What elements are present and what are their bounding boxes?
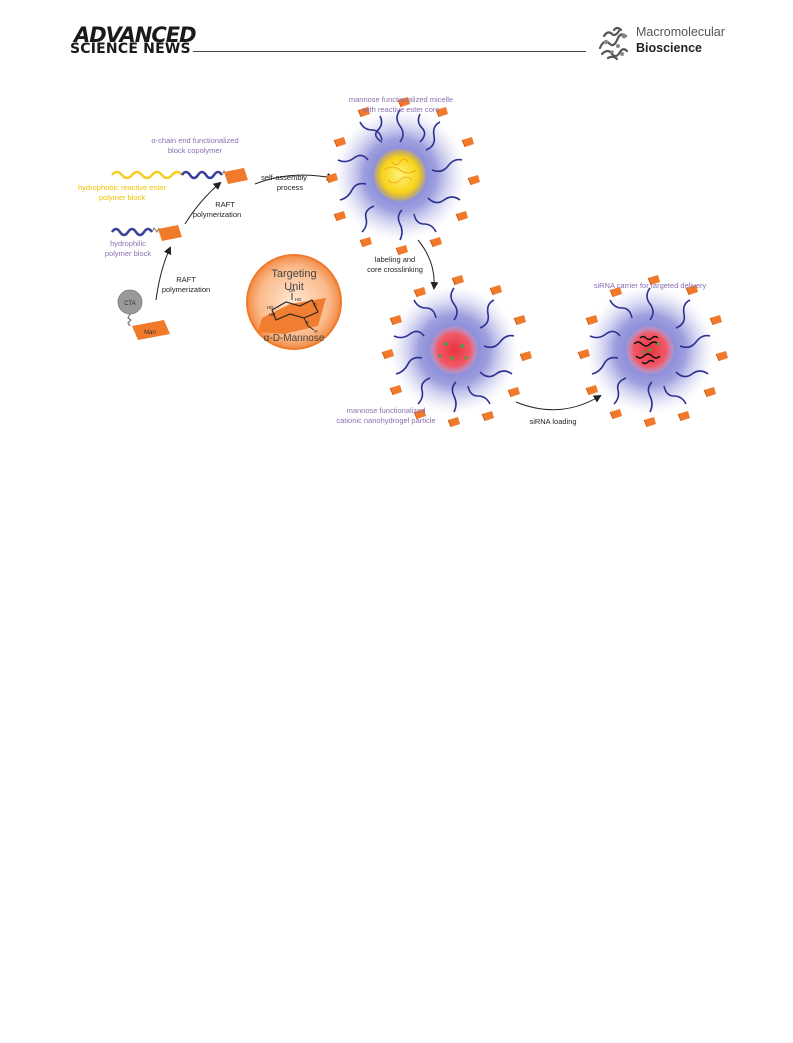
label-micelle-2: with reactive ester core xyxy=(361,105,439,114)
protein-logo-icon xyxy=(598,26,629,61)
self-assembly-arrow xyxy=(254,172,335,185)
label-block-copolymer-2: block copolymer xyxy=(168,146,223,155)
page-header: ADVANCED SCIENCE NEWS Macromolecular Bio… xyxy=(0,0,793,70)
label-hydrophobic-1: hydrophobic reactive ester xyxy=(78,183,166,192)
label-hydrophilic-2: polymer block xyxy=(105,249,152,258)
label-targeting-2: Unit xyxy=(284,281,304,293)
label-labeling-1: labeling and xyxy=(375,255,415,264)
raft-arrow-2 xyxy=(184,181,222,225)
targeting-unit-badge xyxy=(246,254,342,350)
blue-chain-hydrophilic xyxy=(110,225,182,241)
label-o-r: O xyxy=(305,320,309,325)
raft-arrow-1 xyxy=(155,246,172,301)
label-mannose: α-D-Mannose xyxy=(264,333,325,344)
nanohydrogel-particle xyxy=(381,274,533,428)
header-divider xyxy=(193,51,586,52)
label-block-copolymer-1: α-chain end functionalized xyxy=(151,136,238,145)
label-raft-1a: RAFT xyxy=(215,200,235,209)
journal-title-line1: Macromolecular xyxy=(636,25,725,39)
label-nanohydrogel-2: cationic nanohydrogel particle xyxy=(336,416,435,425)
label-hydrophilic-1: hydrophilic xyxy=(110,239,146,248)
label-raft-1b: polymerization xyxy=(193,210,241,219)
blue-chain-copolymer xyxy=(180,168,248,184)
schematic-figure: α-chain end functionalized block copolym… xyxy=(78,95,729,428)
label-hydrophobic-2: polymer block xyxy=(99,193,146,202)
label-nanohydrogel-1: mannose functionalized xyxy=(347,406,426,415)
journal-title-line2: Bioscience xyxy=(636,41,703,55)
sirna-loading-arrow xyxy=(515,394,602,411)
yellow-hydrophobic-chain xyxy=(111,170,183,180)
cta-agent xyxy=(117,289,170,340)
label-sirna-carrier: siRNA carrier for targeted delivery xyxy=(594,281,707,290)
label-ho-1: HO xyxy=(295,297,302,302)
label-targeting-1: Targeting xyxy=(271,268,316,280)
label-raft-2b: polymerization xyxy=(162,285,210,294)
publisher-logo-line1: ADVANCED xyxy=(74,23,197,47)
label-self-assembly-2: process xyxy=(277,183,304,192)
label-micelle-1: mannose functionalized micelle xyxy=(349,95,453,104)
label-o-ring: O xyxy=(313,302,317,307)
publisher-logo-line2: SCIENCE NEWS xyxy=(70,41,191,57)
mannose-flag-icon xyxy=(224,168,248,184)
label-man: Man xyxy=(144,330,156,336)
label-r: R xyxy=(314,329,318,334)
label-labeling-2: core crosslinking xyxy=(367,265,423,274)
crosslinking-arrow xyxy=(417,239,439,290)
label-self-assembly-1: self-assembly xyxy=(261,173,307,182)
label-ho-2: HO xyxy=(267,305,274,310)
label-oh: OH xyxy=(289,288,296,293)
label-cta: CTA xyxy=(124,301,136,307)
label-sirna-loading: siRNA loading xyxy=(529,417,576,426)
micelle-yellow-core xyxy=(325,96,481,256)
sirna-carrier-particle xyxy=(577,274,729,428)
mannose-flag-icon-2 xyxy=(158,225,182,241)
label-ho-3: HO xyxy=(269,312,276,317)
label-raft-2a: RAFT xyxy=(176,275,196,284)
